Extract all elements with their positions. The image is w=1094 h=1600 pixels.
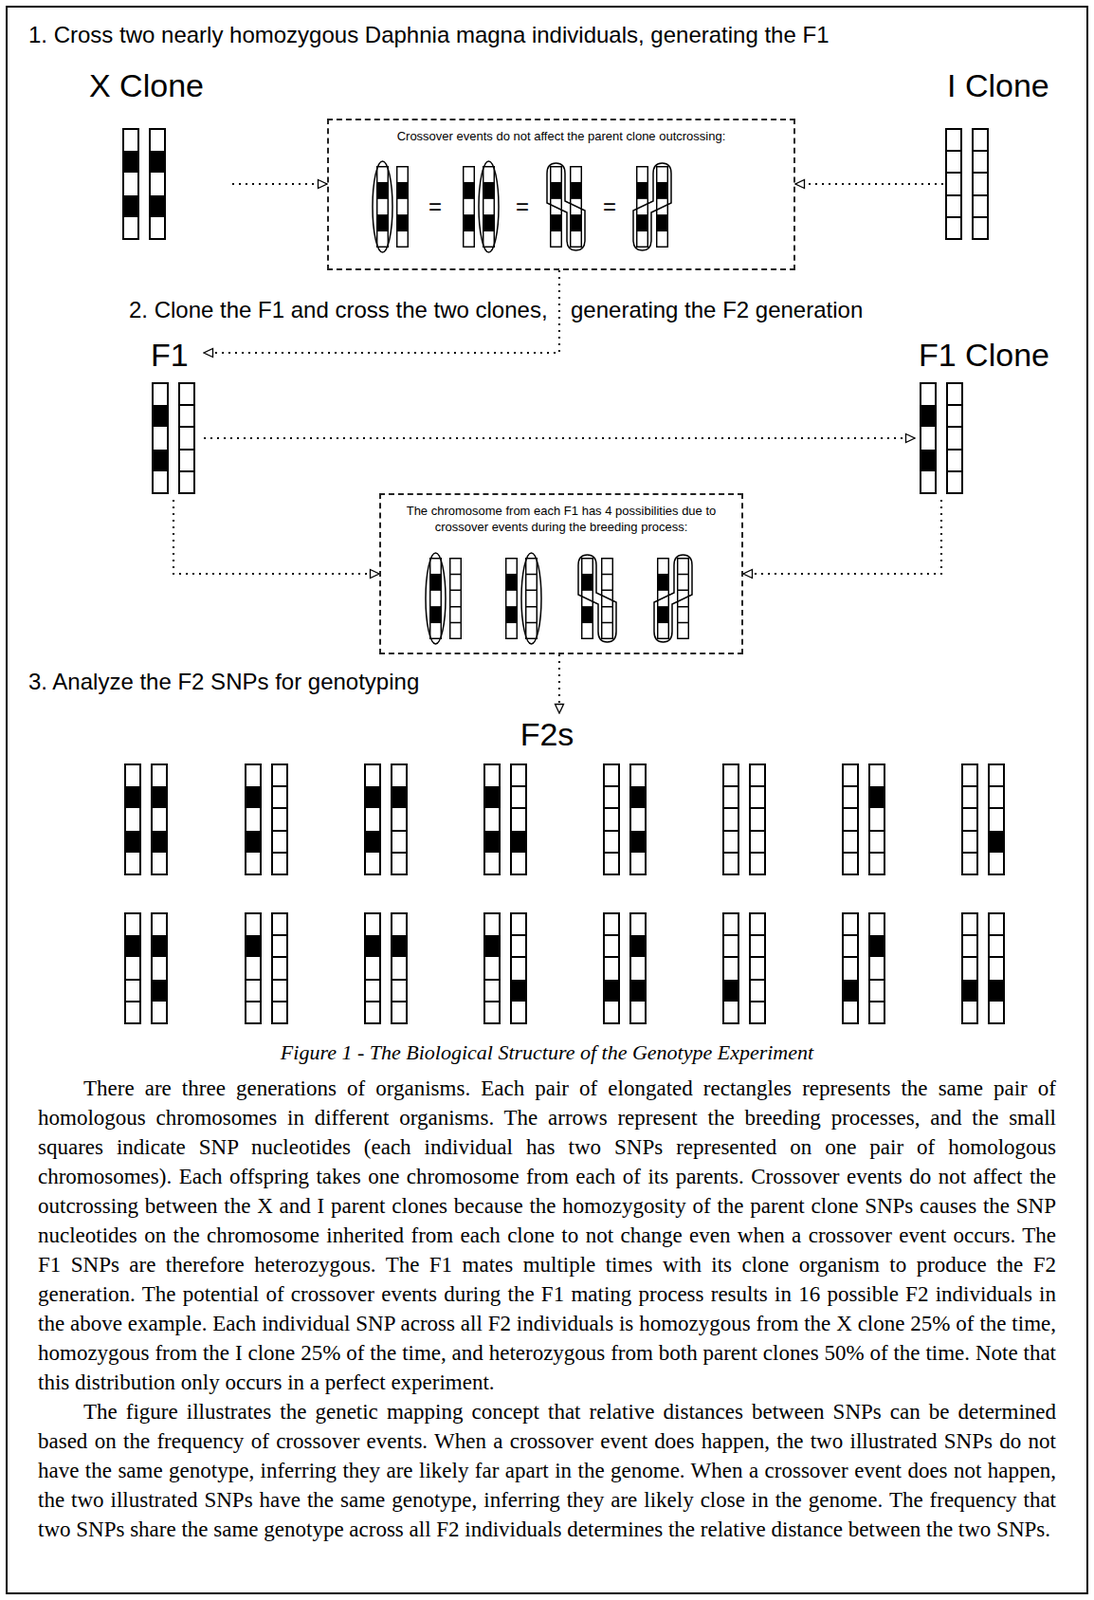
chromosome-pair — [123, 128, 165, 239]
body-paragraph: The figure illustrates the genetic mappi… — [37, 1396, 1057, 1544]
offspring-group: F2s — [37, 712, 1057, 1031]
chromosome-pair — [920, 382, 963, 493]
note-box: Crossover events do not affect the paren… — [327, 118, 796, 271]
chromosome-pair — [946, 128, 988, 239]
chromosome-pair — [152, 382, 195, 493]
clone-group: X Clone — [85, 64, 233, 247]
node-text: The chromosome from each F1 has 4 possib… — [381, 494, 742, 535]
note-box: The chromosome from each F1 has 4 possib… — [379, 492, 744, 655]
node-text: F1 — [146, 333, 193, 374]
breeding-arrow — [795, 182, 944, 185]
node-text: X Clone — [85, 64, 208, 105]
step-heading: 3. Analyze the F2 SNPs for genotyping — [28, 667, 420, 696]
node-text: Crossover events do not affect the paren… — [328, 120, 794, 145]
page-frame — [6, 6, 1088, 1593]
breeding-arrow — [558, 654, 561, 713]
breeding-arrow — [203, 437, 915, 439]
equals-sign: = — [508, 195, 537, 219]
breeding-arrow — [173, 499, 380, 574]
clone-group: F1 — [146, 333, 204, 500]
node-text: F1 Clone — [914, 333, 1054, 374]
node-text: I Clone — [943, 64, 1054, 105]
equals-sign: = — [420, 195, 450, 219]
crossover-illustration — [372, 161, 693, 644]
breeding-arrow — [743, 499, 942, 574]
step-heading: 2. Clone the F1 and cross the two clones… — [128, 295, 548, 325]
clone-group: I Clone — [943, 64, 1076, 247]
step-heading: 1. Cross two nearly homozygous Daphnia m… — [28, 20, 829, 50]
step-heading: generating the F2 generation — [570, 295, 863, 325]
node-text: F2s — [516, 712, 579, 753]
clone-group: F1 Clone — [914, 333, 1081, 500]
figure-caption: Figure 1 - The Biological Structure of t… — [0, 1039, 1094, 1066]
breeding-arrow — [232, 182, 328, 185]
equals-sign: = — [595, 195, 624, 219]
f2-chromosome-grid — [125, 764, 1004, 1023]
body-paragraph: There are three generations of organisms… — [37, 1073, 1057, 1397]
